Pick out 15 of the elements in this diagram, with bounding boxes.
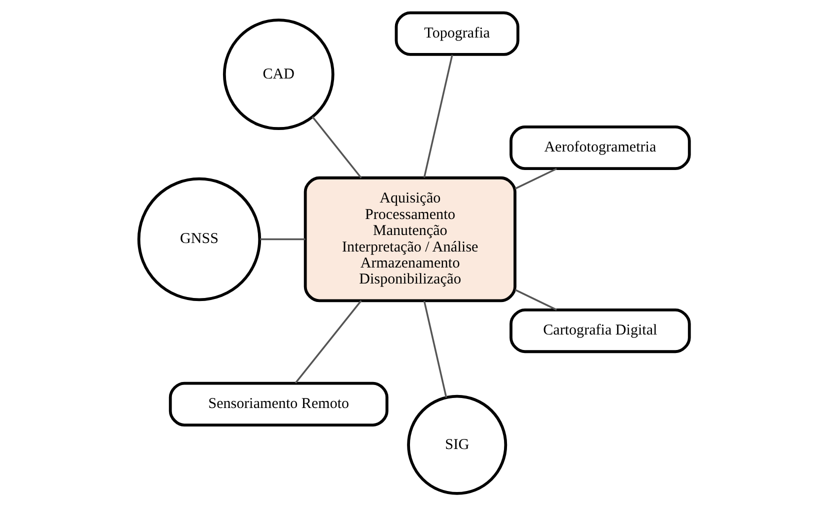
node-box: Aerofotogrametria bbox=[509, 125, 690, 170]
node-circle: GNSS bbox=[136, 177, 261, 302]
connector bbox=[311, 116, 362, 178]
node-box: Cartografia Digital bbox=[509, 308, 690, 354]
node-circle: CAD bbox=[222, 18, 334, 130]
connector bbox=[294, 300, 362, 384]
node-box: Aquisição Processamento Manutenção Interpretação / Análise Armazenamento Disponibilização bbox=[303, 176, 516, 302]
connector bbox=[422, 300, 447, 398]
node-box: Sensoriamento Remoto bbox=[168, 382, 388, 426]
connector bbox=[514, 168, 556, 190]
connector bbox=[422, 54, 453, 178]
connector bbox=[260, 238, 305, 240]
node-box: Topografia bbox=[394, 11, 519, 56]
connector bbox=[514, 289, 556, 311]
node-circle: SIG bbox=[406, 394, 507, 495]
